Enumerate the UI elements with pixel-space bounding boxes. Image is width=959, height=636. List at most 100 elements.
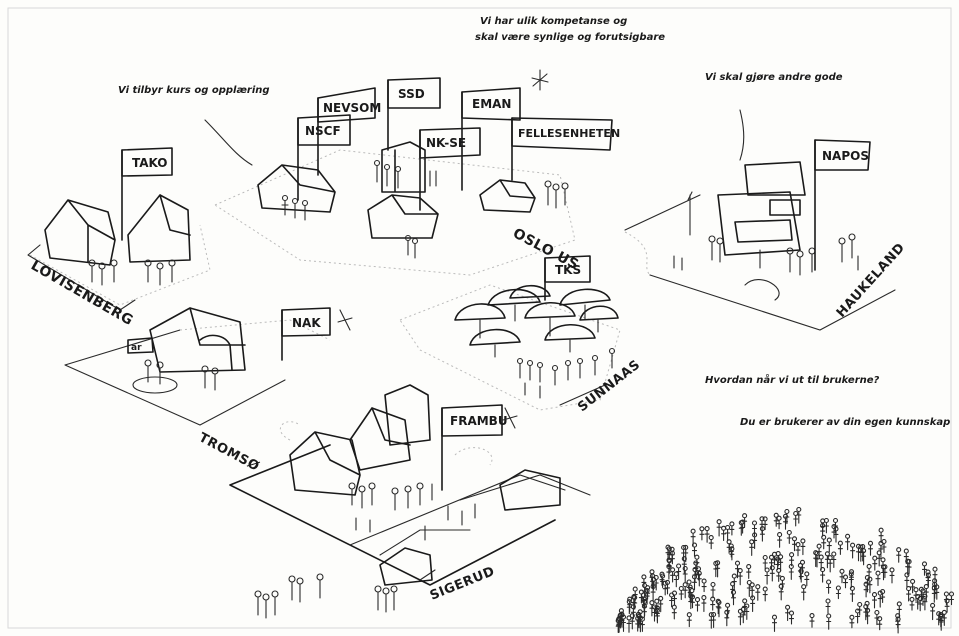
crowd-person-head [827, 538, 831, 542]
crowd-person [722, 531, 726, 541]
crowd-person [700, 531, 704, 540]
crowd-person-head [834, 519, 838, 523]
crowd-person-head [743, 514, 747, 518]
crowd-person-head [711, 583, 715, 587]
crowd-person [712, 617, 716, 627]
crowd-person [756, 589, 760, 600]
crowd-person [651, 589, 655, 601]
crowd-person-head [933, 567, 937, 571]
crowd-person [876, 576, 880, 586]
crowd-person [869, 546, 873, 555]
crowd-person-head [802, 585, 806, 589]
crowd-person-head [687, 613, 691, 617]
crowd-person [726, 530, 730, 541]
crowd-person-head [797, 508, 801, 512]
crowd-person [696, 602, 700, 611]
crowd-person [828, 560, 832, 572]
crowd-person-head [826, 599, 830, 603]
flag-napos: NAPOS [822, 149, 869, 163]
crowd-person [827, 543, 831, 552]
crowd-person-head [780, 576, 784, 580]
region-sigerud: SIGERUD [428, 564, 497, 604]
crowd-person-head [828, 556, 832, 560]
crowd-person [709, 617, 713, 628]
crowd-person-head [773, 615, 777, 619]
crowd-person-head [705, 527, 709, 531]
crowd-person-head [679, 587, 683, 591]
crowd-person [763, 521, 767, 529]
crowd-person [687, 617, 691, 626]
crowd-person-head [846, 534, 850, 538]
crowd-person [801, 543, 805, 554]
crowd-person-head [878, 617, 882, 621]
crowd-person-head [897, 602, 901, 606]
annotation-others: Vi skal gjøre andre gode [705, 72, 843, 83]
crowd-person [838, 546, 842, 555]
crowd-person [655, 613, 659, 623]
crowd-person [770, 570, 774, 581]
crowd-person-head [817, 544, 821, 548]
crowd-person [751, 600, 755, 611]
crowd-person [679, 591, 683, 600]
crowd-person-head [702, 596, 706, 600]
crowd-person [910, 602, 914, 610]
crowd-person-head [786, 605, 790, 609]
crowd-person [747, 569, 751, 578]
flag-ssd: SSD [398, 87, 425, 101]
flag-nevsom: NEVSOM [323, 101, 381, 115]
crowd-person [778, 537, 782, 547]
crowd-person-head [747, 565, 751, 569]
annotation-courses: Vi tilbyr kurs og opplæring [118, 85, 270, 96]
crowd-person-head [702, 579, 706, 583]
crowd-person [805, 576, 809, 585]
crowd-person [730, 526, 734, 535]
crowd-person [857, 549, 861, 561]
haukeland-cluster: NAPOS [674, 110, 870, 275]
crowd-person [794, 516, 798, 526]
crowd-person-head [840, 569, 844, 573]
crowd-person-head [873, 593, 877, 597]
crowd-person [844, 580, 848, 588]
crowd-person-head [867, 564, 871, 568]
crowd-person-head [931, 603, 935, 607]
oslo-flags: NEVSOM SSD EMAN NSCF NK-SE FELLESENHETEN [298, 70, 620, 210]
crowd-person [672, 610, 676, 619]
crowd-person-head [659, 596, 663, 600]
crowd-person [786, 610, 790, 621]
crowd-person [931, 608, 935, 620]
crowd-person-head [910, 597, 914, 601]
crowd-person-head [904, 549, 908, 553]
crowd-person-head [643, 584, 647, 588]
flag-frambu: FRAMBU [450, 414, 508, 428]
crowd-person-head [726, 526, 730, 530]
crowd-person [935, 589, 939, 599]
crowd-person-head [683, 583, 687, 587]
crowd-person-head [785, 510, 789, 514]
crowd-person [773, 620, 777, 632]
crowd-person [760, 531, 764, 541]
region-haukeland: HAUKELAND [834, 240, 908, 320]
tromso-cluster: ar NAK [128, 308, 352, 393]
crowd-person-head [732, 574, 736, 578]
crowd-person [674, 577, 678, 587]
crowd-person [738, 573, 742, 585]
crowd-person [822, 540, 826, 549]
crowd-person [799, 574, 803, 583]
crowd-person-head [798, 563, 802, 567]
crowd-person [825, 556, 829, 567]
crowd-person [850, 620, 854, 628]
crowd-person-head [805, 572, 809, 576]
crowd-person-head [875, 611, 879, 615]
crowd-person-head [869, 541, 873, 545]
crowd-person-head [736, 561, 740, 565]
crowd-person [897, 552, 901, 562]
crowd-person [666, 585, 670, 594]
crowd-person-head [677, 564, 681, 568]
crowd-person [663, 586, 667, 595]
crowd-person-head [695, 555, 699, 559]
crowd-person-head [905, 573, 909, 577]
crowd-person [711, 602, 715, 611]
crowd-person [836, 591, 840, 599]
crowd-person-head [778, 533, 782, 537]
